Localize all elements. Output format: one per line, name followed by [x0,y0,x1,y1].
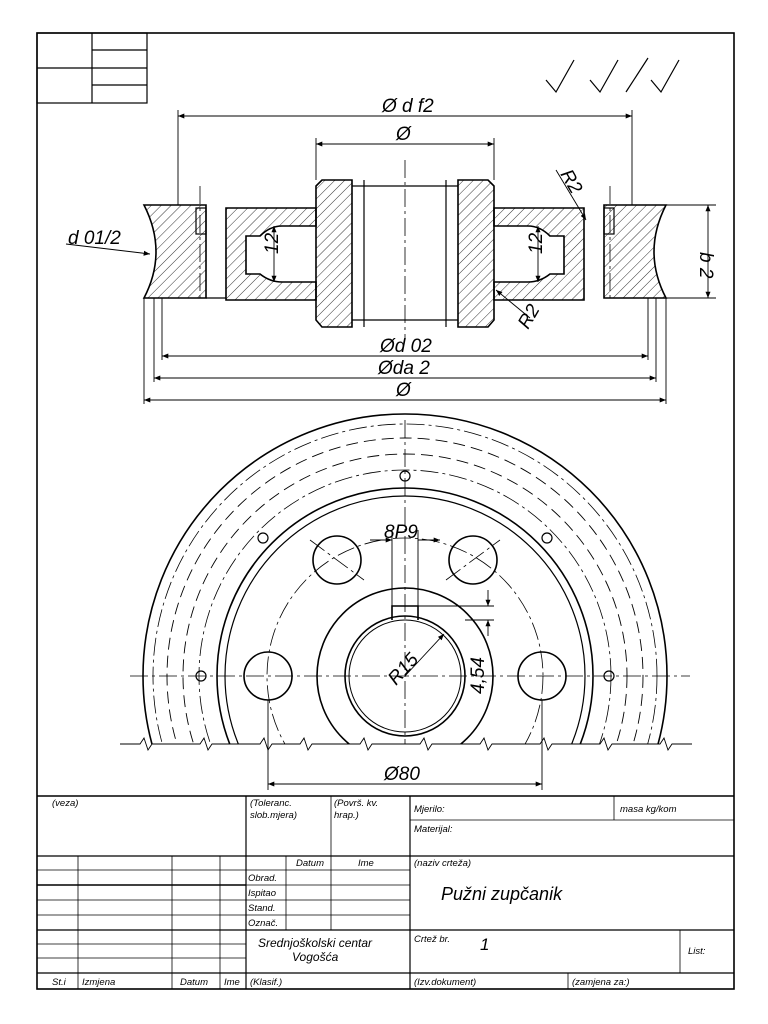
dim-key-depth: 4,54 [468,657,489,694]
dim-outer-diameter: Ø [395,380,412,401]
tb-zamjena: (zamjena za:) [572,977,630,988]
dim-r-bottom: R2 [514,301,545,333]
dim-radius: R15 [384,649,423,689]
tb-povrs-1: (Površ. kv. [334,798,378,809]
dim-rim-width-left: 12 [262,232,283,254]
tb-klasif: (Klasif.) [250,977,282,988]
sheet-border [36,32,735,990]
tb-st: St.i [52,977,67,988]
dim-bolt-circle: Ø80 [383,764,420,785]
dim-d-a2: Øda 2 [377,358,430,379]
tb-ime-bottom: Ime [224,977,240,988]
tb-veza: (veza) [52,798,78,809]
tb-school-2: Vogošća [292,950,339,964]
title-block [37,795,734,989]
section-view: Ø d f2 Ø Ød 02 Øda 2 Ø d 01/2 b 2 R2 R2 … [65,96,716,404]
surface-finish-symbols [545,57,680,94]
tb-naziv: (naziv crteža) [414,858,471,869]
tb-masa: masa kg/kom [620,804,677,815]
tb-list: List: [688,946,706,957]
tb-materijal: Materijal: [414,824,453,835]
tb-ispitao: Ispitao [248,888,276,899]
dim-keyway: 8P9 [384,522,418,543]
dim-bore-diameter: Ø [395,124,412,145]
tb-toleranc-2: slob.mjera) [250,810,297,821]
tb-oznac: Označ. [248,918,278,929]
tb-stand: Stand. [248,903,275,914]
hatched-regions [142,179,668,328]
tb-mjerilo: Mjerilo: [414,804,445,815]
title-block-text: (veza) (Toleranc. slob.mjera) (Površ. kv… [52,798,706,988]
plan-view: 8P9 R15 4,54 Ø80 [120,413,692,790]
tb-datum: Datum [296,858,324,869]
tb-ime: Ime [358,858,374,869]
drawing-title: Pužni zupčanik [441,884,563,904]
tb-izv-dok: (Izv.dokument) [414,977,476,988]
tb-crtez-br: Crtež br. [414,934,450,945]
dim-d-f2: Ø d f2 [381,96,434,117]
tb-toleranc-1: (Toleranc. [250,798,292,809]
tb-datum-bottom: Datum [180,977,208,988]
dim-b2: b 2 [695,252,716,279]
dim-d-02: Ød 02 [379,336,432,357]
tb-crtez-num: 1 [480,935,489,954]
tb-obrad: Obrad. [248,873,277,884]
tb-povrs-2: hrap.) [334,810,359,821]
dim-r-top: R2 [556,166,587,198]
dim-d01-half: d 01/2 [68,228,121,249]
break-line [120,736,692,752]
tb-izmjena: Izmjena [82,977,115,988]
tb-school-1: Srednjoškolski centar [258,936,373,950]
dim-rim-width-right: 12 [526,232,547,254]
corner-table [36,32,148,104]
